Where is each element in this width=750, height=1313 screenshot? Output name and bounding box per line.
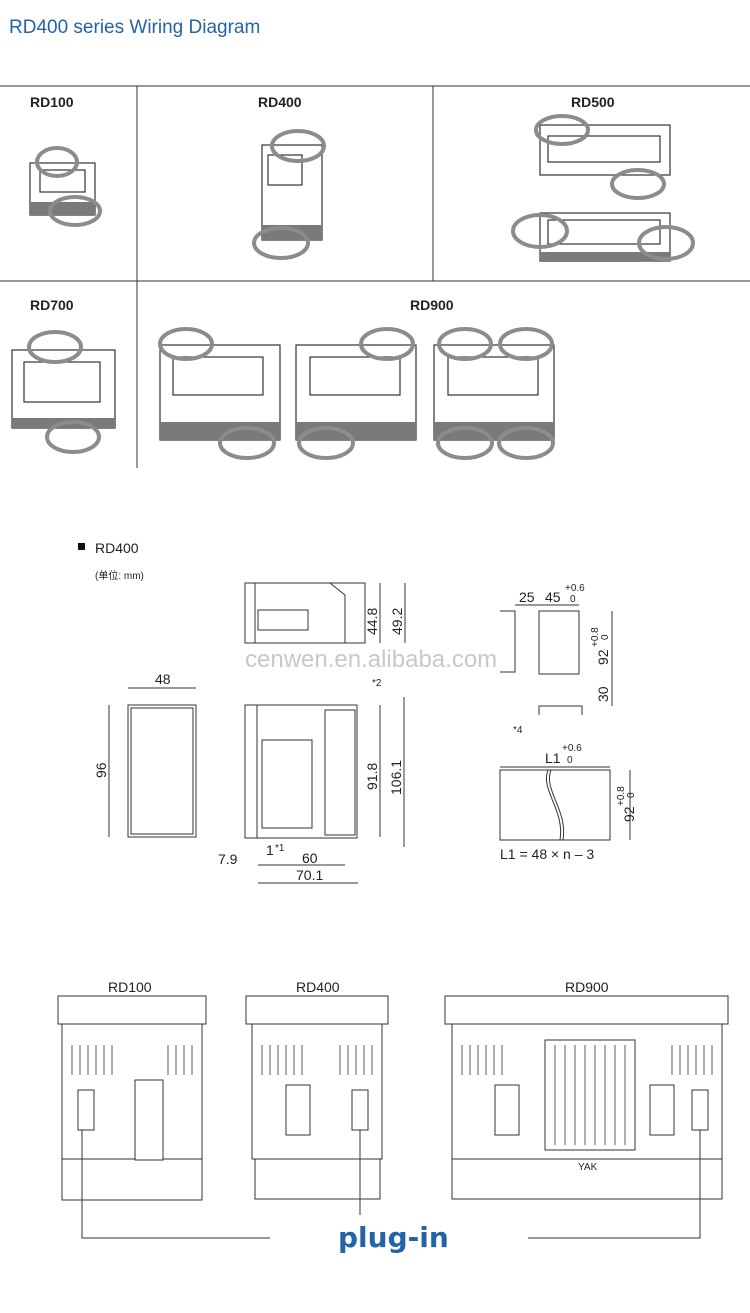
cutout-gap: 25 — [519, 589, 535, 605]
side-dim-91-8: 91.8 — [364, 763, 380, 790]
rd500-front-devices — [511, 114, 695, 262]
rear-label-rd400: RD400 — [296, 979, 340, 995]
rd400-front-device — [252, 129, 326, 260]
gang-formula: L1 = 48 × n – 3 — [500, 846, 594, 862]
side-note-2: *2 — [372, 678, 382, 689]
cell-label-rd100: RD100 — [30, 94, 74, 110]
cutout-width-tol-lower: 0 — [570, 594, 576, 605]
rd900-rear-view: YAK — [444, 995, 729, 1200]
side-dim-7-9: 7.9 — [218, 851, 238, 867]
cell-label-rd500: RD500 — [571, 94, 615, 110]
gang-height-tol-lower: 0 — [626, 792, 637, 798]
gang-cutout: *4 L1 +0.6 0 92 +0.8 0 L1 = 48 × n – 3 — [499, 725, 637, 862]
panel-cutout: 25 45 +0.6 0 92 +0.8 0 30 — [500, 583, 613, 715]
front-height: 96 — [93, 762, 109, 778]
watermark: cenwen.en.alibaba.com — [245, 646, 497, 673]
top-dim-49-2: 49.2 — [389, 608, 405, 635]
rd100-rear-view — [57, 995, 207, 1201]
side-dim-1: 1 — [266, 842, 274, 858]
rd700-front-device — [11, 330, 116, 454]
plug-in-callout: plug-in — [338, 1221, 449, 1254]
bullet-square-icon — [78, 543, 85, 550]
rd900-center-mark: YAK — [578, 1162, 598, 1173]
side-note-1: *1 — [275, 843, 285, 854]
rd400-rear-view — [245, 995, 389, 1200]
rd900-front-devices — [158, 327, 555, 460]
cutout-height-tol-lower: 0 — [600, 634, 611, 640]
gang-height-tol-upper: +0.8 — [616, 786, 627, 806]
side-dim-60: 60 — [302, 850, 318, 866]
cutout-width: 45 — [545, 589, 561, 605]
top-view: 44.8 49.2 — [244, 582, 406, 644]
unit-note: (单位: mm) — [95, 569, 144, 582]
mounting-table: RD100 RD400 RD500 RD700 RD900 — [0, 85, 750, 468]
cell-label-rd900: RD900 — [410, 297, 454, 313]
rear-views: RD100 RD400 RD900 — [57, 979, 729, 1254]
page-title: RD400 series Wiring Diagram — [9, 17, 261, 38]
gang-length-tol-upper: +0.6 — [562, 743, 582, 754]
cell-label-rd700: RD700 — [30, 297, 74, 313]
cutout-height: 92 — [595, 649, 611, 665]
rear-label-rd100: RD100 — [108, 979, 152, 995]
top-dim-44-8: 44.8 — [364, 608, 380, 635]
dimension-drawing: RD400 (单位: mm) 44.8 49.2 cenwen.en.aliba… — [78, 540, 637, 884]
side-view: 91.8 106.1 7.9 1 *1 *2 60 70.1 — [218, 678, 405, 884]
front-view: 48 96 — [93, 671, 197, 838]
gang-height: 92 — [621, 806, 637, 822]
rear-label-rd900: RD900 — [565, 979, 609, 995]
front-width: 48 — [155, 671, 171, 687]
side-dim-106-1: 106.1 — [388, 760, 404, 795]
rd100-front-device — [29, 146, 102, 227]
cutout-spacing: 30 — [595, 686, 611, 702]
cell-label-rd400: RD400 — [258, 94, 302, 110]
gang-length: L1 — [545, 750, 561, 766]
cutout-height-tol-upper: +0.8 — [590, 627, 601, 647]
dimension-heading: RD400 — [95, 540, 139, 556]
gang-note: *4 — [513, 725, 523, 736]
cutout-width-tol-upper: +0.6 — [565, 583, 585, 594]
plug-in-leader-lines — [81, 1130, 701, 1239]
gang-length-tol-lower: 0 — [567, 755, 573, 766]
side-dim-70-1: 70.1 — [296, 867, 323, 883]
